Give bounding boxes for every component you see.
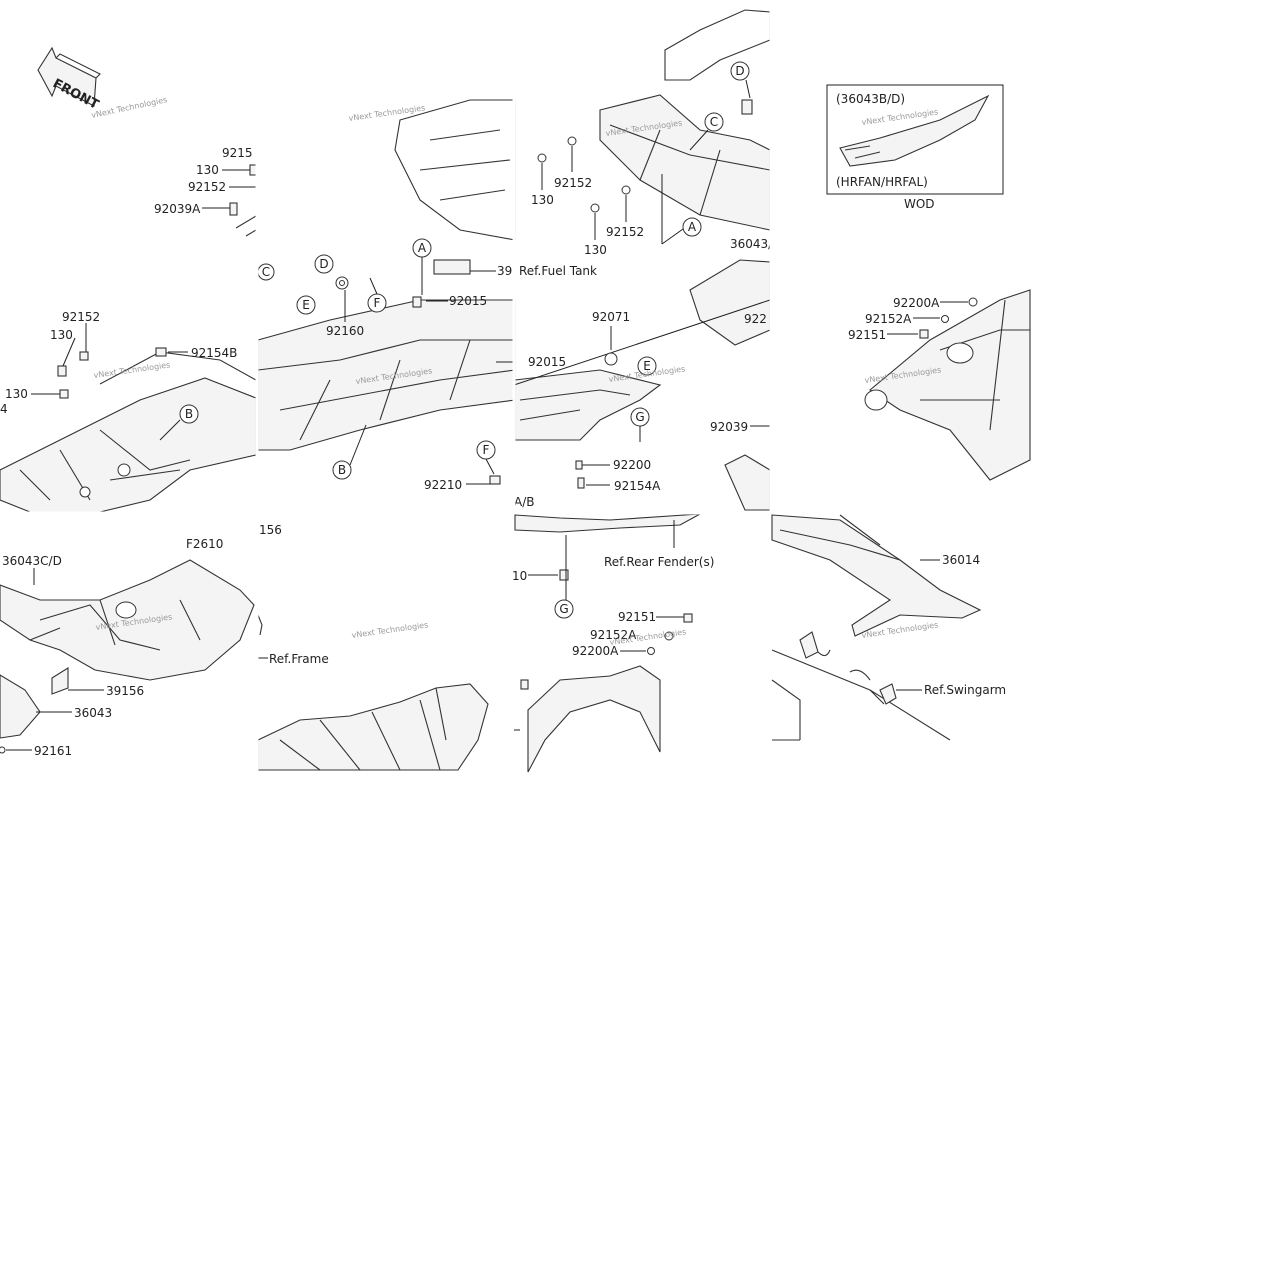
- callout-D: D: [319, 257, 328, 271]
- tile-top-right: (36043B/D) (HRFAN/HRFAL) WOD vNext Techn…: [826, 84, 1031, 481]
- part-label-156-partial: 156: [259, 523, 282, 537]
- watermark: vNext Technologies: [93, 360, 171, 380]
- part-label-4-partial: 4: [0, 402, 8, 416]
- part-label-130: 130: [196, 163, 219, 177]
- callout-D: D: [735, 64, 744, 78]
- callout-F: F: [483, 443, 490, 457]
- callout-G: G: [559, 602, 568, 616]
- inset-part-label: (36043B/D): [836, 92, 905, 106]
- callout-E: E: [302, 298, 310, 312]
- part-label-92161: 92161: [34, 744, 72, 758]
- part-label-92152: 92152: [554, 176, 592, 190]
- inset-models-label: (HRFAN/HRFAL): [836, 175, 928, 189]
- part-label-130-b: 130: [584, 243, 607, 257]
- part-label-36043: 36043: [74, 706, 112, 720]
- part-label-39-partial: 39: [497, 264, 512, 278]
- watermark: vNext Technologies: [348, 103, 426, 123]
- part-label-92152-b: 92152: [606, 225, 644, 239]
- callout-G: G: [635, 410, 644, 424]
- tile-bottom-mid-left: 156 Ref.Frame vNext Technologies: [257, 523, 489, 771]
- inset-caption: WOD: [904, 197, 935, 211]
- tile-top-mid-left: C D E F 92160 A 92015 39 vNext Technolog…: [257, 99, 516, 480]
- part-label-92154A: 92154A: [614, 479, 661, 493]
- part-label-36043CD: 36043C/D: [2, 554, 62, 568]
- part-label-92039A: 92039A: [154, 202, 201, 216]
- part-label-92015: 92015: [449, 294, 487, 308]
- part-label-39156: 39156: [106, 684, 144, 698]
- part-label-92154B: 92154B: [191, 346, 237, 360]
- front-arrow-icon: FRONT: [37, 46, 101, 113]
- part-label-92015-b: 92015: [528, 355, 566, 369]
- tile-top-mid-right: D C 130 92152 130 92152 A 36043/ Ref.Fue…: [424, 9, 773, 511]
- bolt-icon: [229, 164, 258, 216]
- part-label-92200: 92200: [613, 458, 651, 472]
- part-label-92071: 92071: [592, 310, 630, 324]
- watermark: vNext Technologies: [91, 95, 168, 120]
- callout-A: A: [688, 220, 697, 234]
- tile-bottom-right: 36014 Ref.Swingarm vNext Technologies: [771, 514, 1006, 741]
- part-label-92200A-b: 92200A: [572, 644, 619, 658]
- callout-A: A: [418, 241, 427, 255]
- part-label-130-c: 130: [5, 387, 28, 401]
- tile-top-left: FRONT vNext Technologies 9215 130 92152 …: [0, 46, 258, 513]
- part-label-92152-b: 92152: [62, 310, 100, 324]
- part-label-36043-partial: 36043/: [730, 237, 773, 251]
- part-label-130-b: 130: [50, 328, 73, 342]
- part-label-92152A: 92152A: [865, 312, 912, 326]
- part-label-92151-b: 92151: [618, 610, 656, 624]
- part-label-92200A: 92200A: [893, 296, 940, 310]
- callout-E: E: [643, 359, 651, 373]
- part-label-922-partial: 922: [744, 312, 767, 326]
- ref-rear-fender: Ref.Rear Fender(s): [604, 555, 714, 569]
- callout-F: F: [374, 296, 381, 310]
- ref-fuel-tank: Ref.Fuel Tank: [519, 264, 597, 278]
- part-label-92152: 92152: [188, 180, 226, 194]
- ref-frame: Ref.Frame: [269, 652, 329, 666]
- callout-B: B: [338, 463, 346, 477]
- part-label-92152A-b: 92152A: [590, 628, 637, 642]
- part-label-92160: 92160: [326, 324, 364, 338]
- watermark: vNext Technologies: [351, 620, 429, 640]
- part-label-AB-partial: A/B: [514, 495, 534, 509]
- part-label-36014: 36014: [942, 553, 980, 567]
- part-label-92039: 92039: [710, 420, 748, 434]
- part-label-92154-partial: 9215: [222, 146, 253, 160]
- ref-swingarm: Ref.Swingarm: [924, 683, 1006, 697]
- tile-bottom-left: 36043C/D F2610 39156 36043 92161 vNext T…: [0, 537, 255, 758]
- callout-C: C: [710, 115, 718, 129]
- callout-C: C: [262, 265, 270, 279]
- part-label-130: 130: [531, 193, 554, 207]
- part-label-92210: 92210: [424, 478, 462, 492]
- part-label-92151: 92151: [848, 328, 886, 342]
- callout-B: B: [185, 407, 193, 421]
- tile-bottom-mid-right: A/B Ref.Rear Fender(s) 10 G 92151 92152A…: [512, 495, 714, 773]
- figure-code: F2610: [186, 537, 223, 551]
- part-label-10-partial: 10: [512, 569, 527, 583]
